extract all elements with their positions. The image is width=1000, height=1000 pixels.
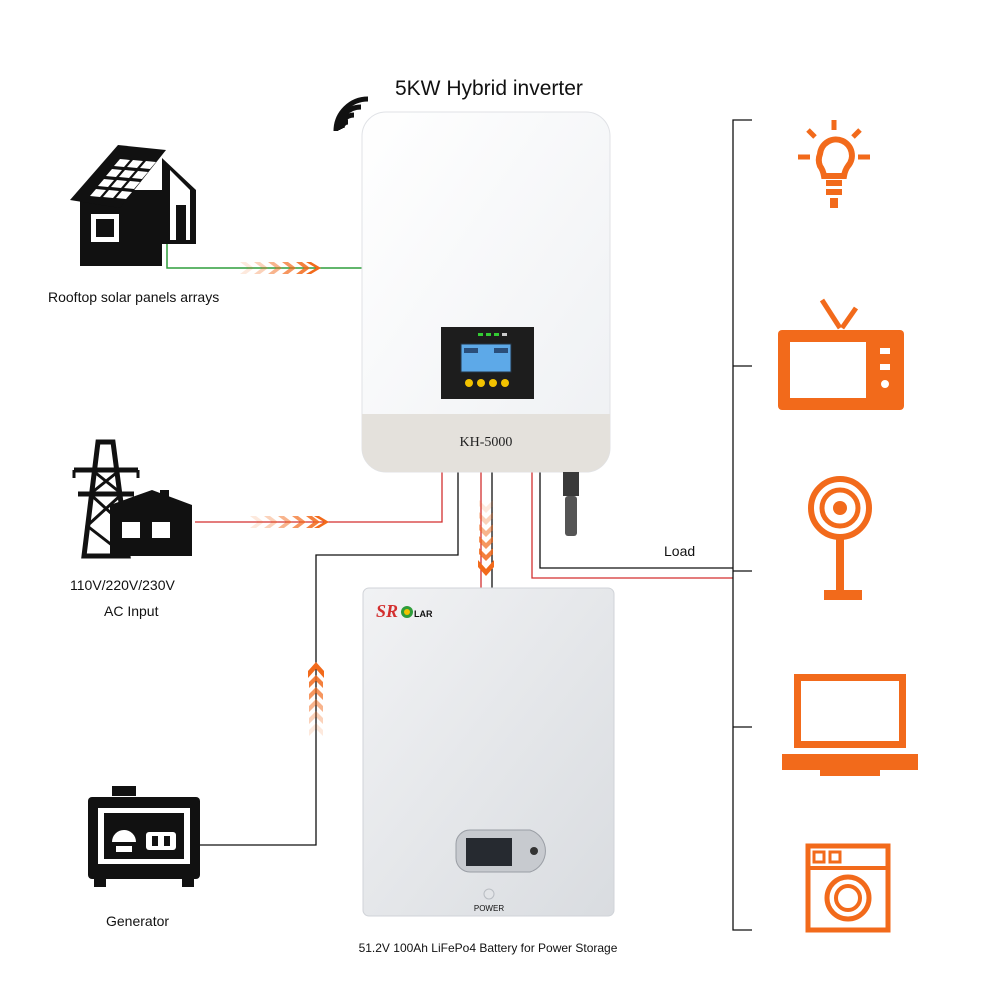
grid-tower-icon (72, 439, 140, 559)
ac-flow-arrows (250, 516, 329, 528)
inverter-button-enter[interactable] (501, 379, 509, 387)
light-bulb-icon (798, 120, 870, 208)
battery-status-led (530, 847, 538, 855)
inverter-button-up[interactable] (477, 379, 485, 387)
generator-label: Generator (106, 913, 169, 929)
pv-wire (166, 205, 362, 269)
wifi-dongle (563, 472, 579, 496)
inverter-base-panel (362, 414, 610, 472)
generator-icon (88, 786, 200, 887)
svg-text:SR: SR (376, 601, 398, 621)
laptop-icon (782, 674, 918, 776)
ac-input-wire (195, 472, 443, 523)
solar-house-icon (70, 145, 196, 266)
fan-icon (808, 476, 872, 600)
diagram-title: 5KW Hybrid inverter (395, 77, 583, 100)
load-wire-neutral (539, 472, 733, 569)
inverter-model: KH-5000 (460, 435, 513, 450)
battery-power-button[interactable] (483, 888, 495, 900)
battery-power-label: POWER (474, 904, 504, 913)
ac-input-label: AC Input (104, 603, 159, 619)
washing-machine-icon (805, 843, 891, 933)
grid-house-icon (110, 490, 192, 556)
battery-caption: 51.2V 100Ah LiFePo4 Battery for Power St… (359, 941, 618, 955)
svg-text:LAR: LAR (414, 609, 433, 619)
solar-label: Rooftop solar panels arrays (48, 289, 219, 305)
pv-flow-arrows (240, 262, 321, 274)
hybrid-inverter: 5KW Hybrid inverter KH-5000 (333, 77, 611, 536)
battery-flow-arrows (478, 500, 494, 576)
battery-unit: SR LAR POWER (362, 587, 615, 917)
battery-body (362, 587, 615, 917)
load-wire-live (531, 472, 733, 579)
generator-wire (200, 472, 459, 846)
tv-icon (778, 298, 904, 410)
battery-brand-logo: SR LAR (376, 601, 433, 621)
load-label: Load (664, 543, 695, 559)
inverter-button-down[interactable] (489, 379, 497, 387)
generator-flow-arrows (308, 662, 324, 736)
wifi-icon (333, 96, 369, 132)
inverter-button-esc[interactable] (465, 379, 473, 387)
load-bus (732, 119, 752, 931)
grid-voltage-label: 110V/220V/230V (70, 577, 175, 593)
battery-display (466, 838, 512, 866)
